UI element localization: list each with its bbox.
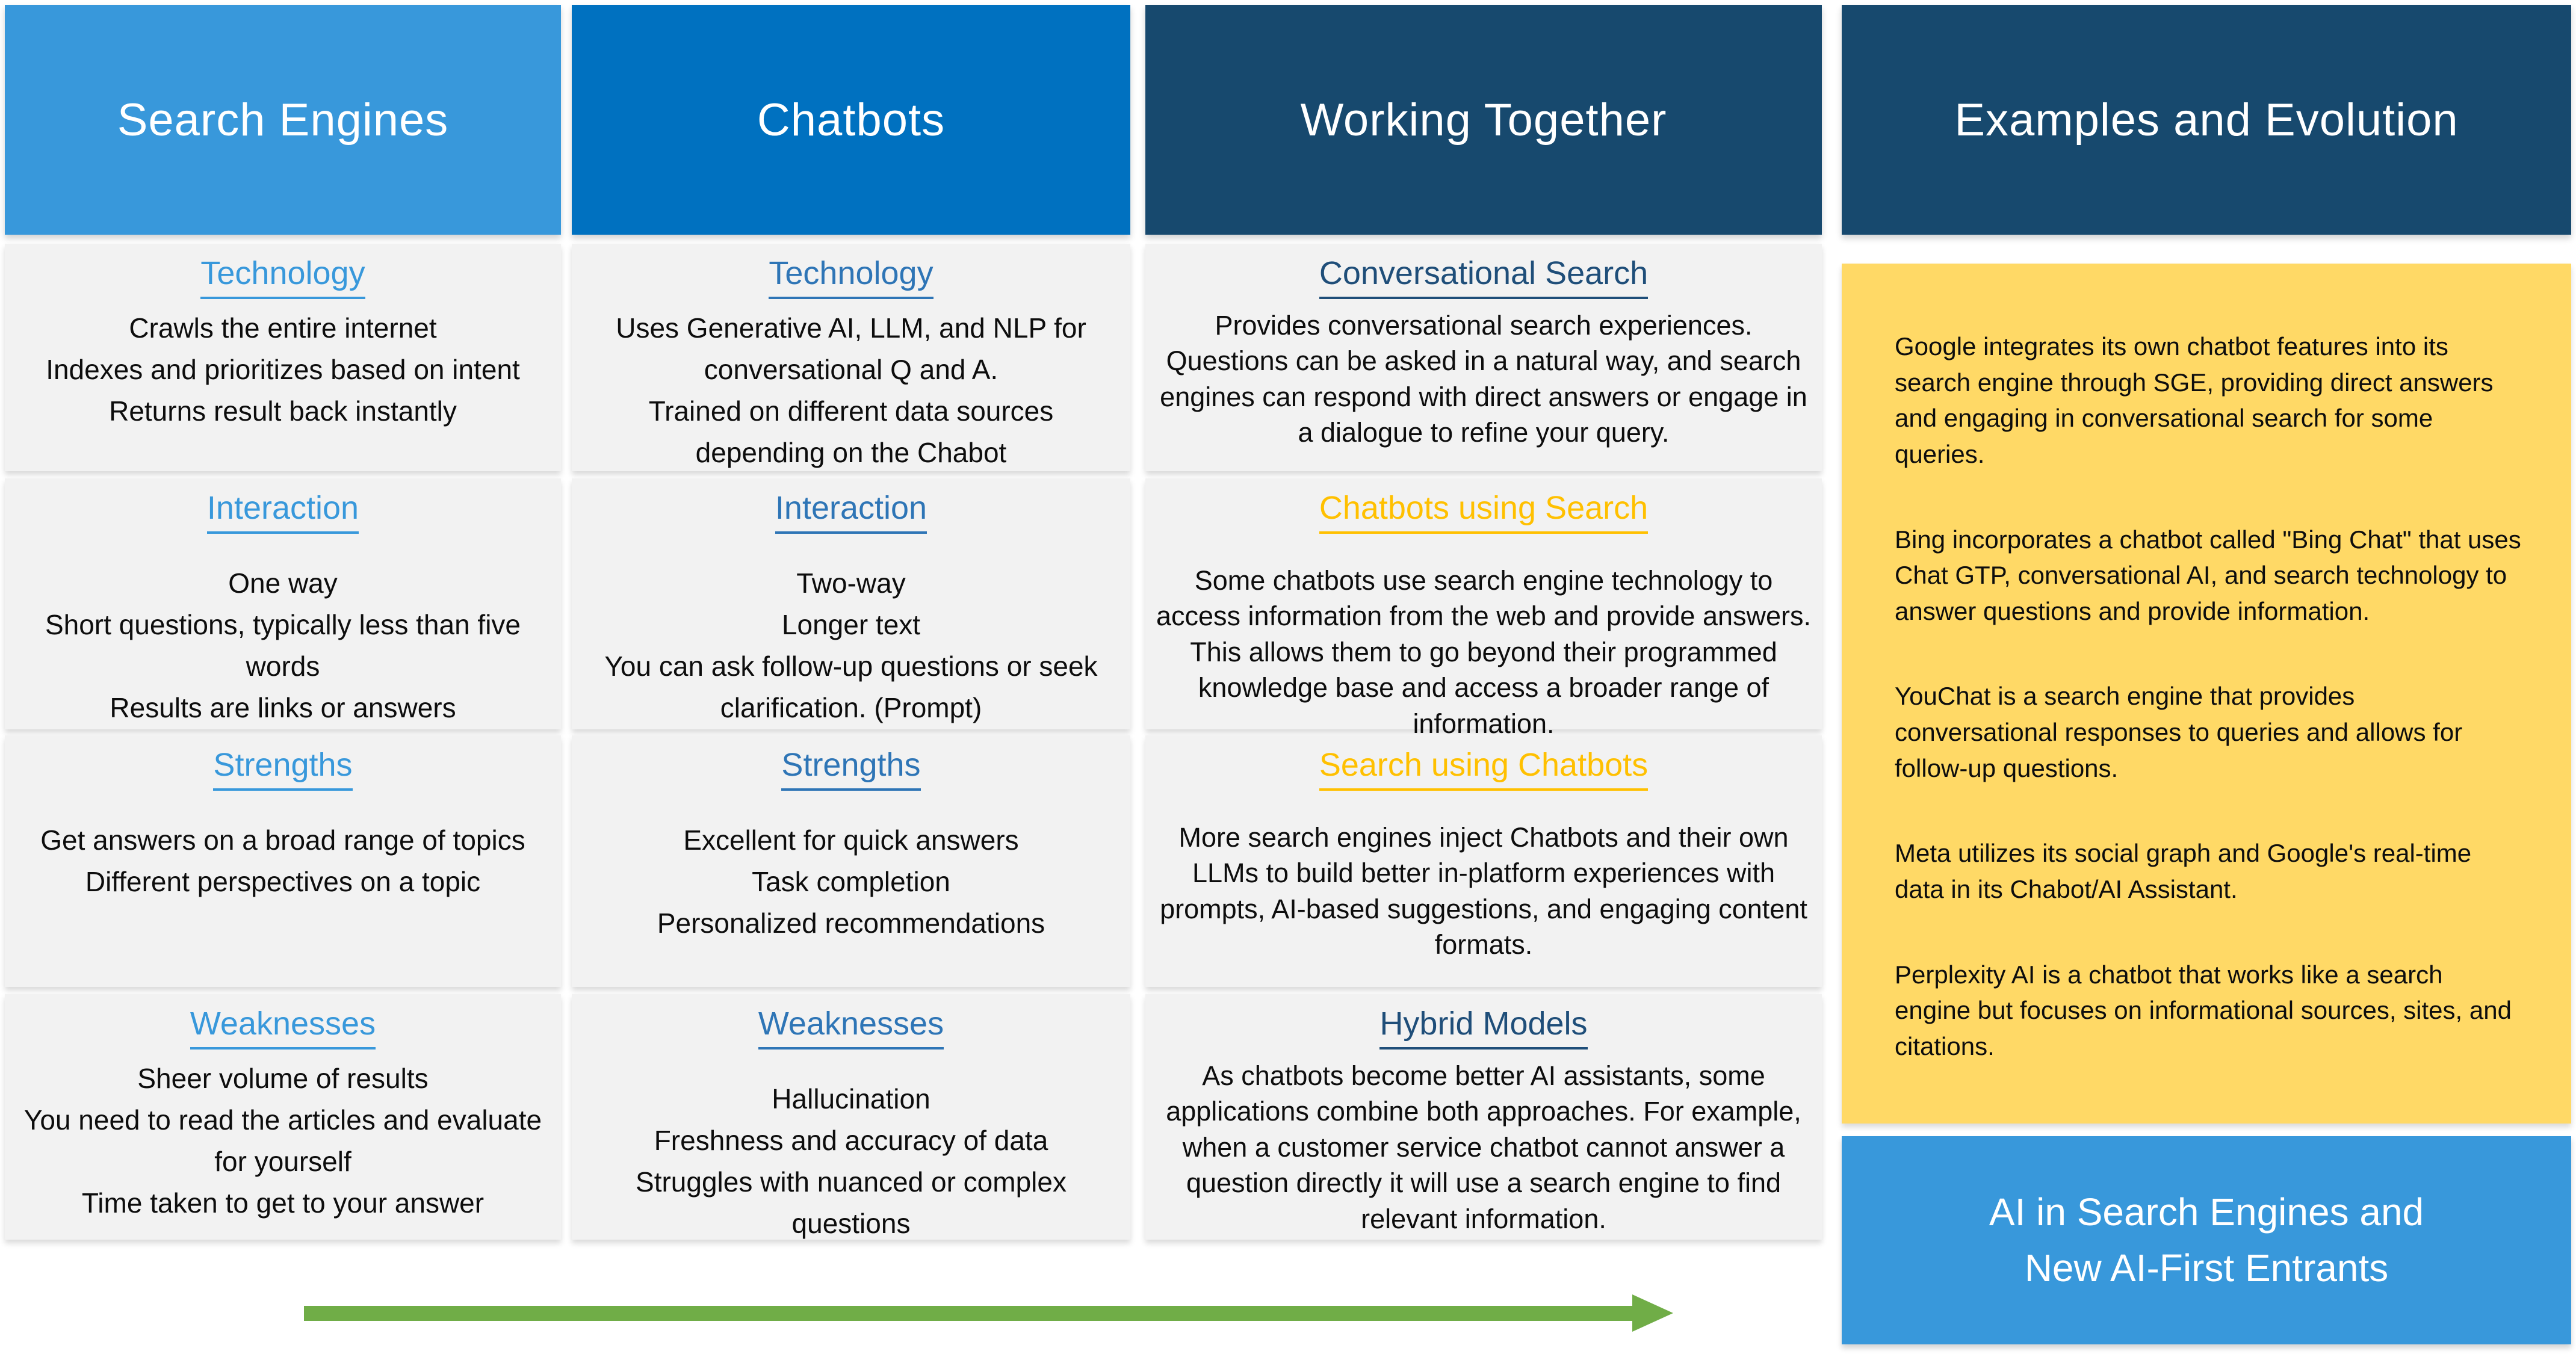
card-line: Time taken to get to your answer xyxy=(81,1187,485,1219)
card-line: Different perspectives on a topic xyxy=(85,866,481,897)
card-line: Trained on different data sources depend… xyxy=(648,395,1054,468)
card-paragraph: As chatbots become better AI assistants,… xyxy=(1166,1060,1801,1234)
card-line: Short questions, typically less than fiv… xyxy=(45,609,521,682)
card-line: Get answers on a broad range of topics xyxy=(40,824,525,856)
heading-hybrid-models[interactable]: Hybrid Models xyxy=(1145,994,1822,1050)
card-search-engines-technology: Technology Crawls the entire internet In… xyxy=(5,244,561,471)
card-line: Personalized recommendations xyxy=(657,907,1045,939)
card-line: Uses Generative AI, LLM, and NLP for con… xyxy=(616,312,1086,385)
column-header-search-engines: Search Engines xyxy=(5,5,561,235)
card-line: Crawls the entire internet xyxy=(129,312,437,344)
example-youchat: YouChat is a search engine that provides… xyxy=(1895,682,2463,782)
heading-search-using-chatbots[interactable]: Search using Chatbots xyxy=(1145,735,1822,791)
card-line: You can ask follow-up questions or seek … xyxy=(604,651,1098,723)
card-line: Excellent for quick answers xyxy=(683,824,1019,856)
card-search-using-chatbots: Search using Chatbots More search engine… xyxy=(1145,735,1822,987)
card-line: Results are links or answers xyxy=(110,692,456,723)
card-chatbots-weaknesses: Weaknesses Hallucination Freshness and a… xyxy=(572,994,1130,1240)
card-line: Longer text xyxy=(781,609,921,640)
card-line: You need to read the articles and evalua… xyxy=(23,1104,542,1177)
column-title: Examples and Evolution xyxy=(1954,94,2459,146)
column-search-engines: Search Engines Technology Crawls the ent… xyxy=(5,0,561,1354)
arrow-shaft xyxy=(304,1306,1633,1321)
heading-technology[interactable]: Technology xyxy=(5,244,561,299)
card-line: Task completion xyxy=(752,866,950,897)
heading-conversational-search[interactable]: Conversational Search xyxy=(1145,244,1822,299)
column-title: Chatbots xyxy=(757,94,946,146)
card-chatbots-technology: Technology Uses Generative AI, LLM, and … xyxy=(572,244,1130,471)
heading-strengths[interactable]: Strengths xyxy=(572,735,1130,791)
column-header-examples-evolution: Examples and Evolution xyxy=(1842,5,2571,235)
heading-weaknesses[interactable]: Weaknesses xyxy=(5,994,561,1050)
examples-panel: Google integrates its own chatbot featur… xyxy=(1842,264,2571,1124)
arrow-head-icon xyxy=(1632,1294,1673,1332)
column-working-together: Working Together Conversational Search P… xyxy=(1145,0,1822,1354)
ai-first-entrants-label: AI in Search Engines and New AI-First En… xyxy=(1989,1190,2424,1290)
card-line: Freshness and accuracy of data xyxy=(654,1125,1048,1156)
evolution-arrow xyxy=(304,1294,1673,1332)
heading-weaknesses[interactable]: Weaknesses xyxy=(572,994,1130,1050)
card-paragraph: Provides conversational search experienc… xyxy=(1160,310,1807,448)
example-perplexity: Perplexity AI is a chatbot that works li… xyxy=(1895,960,2512,1060)
heading-interaction[interactable]: Interaction xyxy=(5,478,561,534)
card-search-engines-interaction: Interaction One way Short questions, typ… xyxy=(5,478,561,729)
heading-technology[interactable]: Technology xyxy=(572,244,1130,299)
card-chatbots-using-search: Chatbots using Search Some chatbots use … xyxy=(1145,478,1822,739)
card-paragraph: Some chatbots use search engine technolo… xyxy=(1156,565,1812,739)
card-conversational-search: Conversational Search Provides conversat… xyxy=(1145,244,1822,471)
column-header-working-together: Working Together xyxy=(1145,5,1822,235)
column-title: Search Engines xyxy=(117,94,449,146)
example-meta: Meta utilizes its social graph and Googl… xyxy=(1895,839,2472,903)
card-chatbots-strengths: Strengths Excellent for quick answers Ta… xyxy=(572,735,1130,987)
heading-chatbots-using-search[interactable]: Chatbots using Search xyxy=(1145,478,1822,534)
card-search-engines-weaknesses: Weaknesses Sheer volume of results You n… xyxy=(5,994,561,1240)
column-examples-evolution: Examples and Evolution Google integrates… xyxy=(1842,0,2571,1354)
card-search-engines-strengths: Strengths Get answers on a broad range o… xyxy=(5,735,561,987)
column-header-chatbots: Chatbots xyxy=(572,5,1130,235)
card-line: Struggles with nuanced or complex questi… xyxy=(636,1166,1067,1239)
card-paragraph: More search engines inject Chatbots and … xyxy=(1160,822,1807,960)
card-line: One way xyxy=(228,567,338,599)
card-line: Hallucination xyxy=(772,1083,930,1114)
heading-interaction[interactable]: Interaction xyxy=(572,478,1130,534)
card-line: Returns result back instantly xyxy=(109,395,457,427)
column-title: Working Together xyxy=(1300,94,1667,146)
example-google: Google integrates its own chatbot featur… xyxy=(1895,332,2494,468)
card-line: Sheer volume of results xyxy=(137,1063,429,1094)
card-line: Two-way xyxy=(796,567,906,599)
card-line: Indexes and prioritizes based on intent xyxy=(46,354,520,385)
ai-first-entrants-box: AI in Search Engines and New AI-First En… xyxy=(1842,1136,2571,1344)
heading-strengths[interactable]: Strengths xyxy=(5,735,561,791)
column-chatbots: Chatbots Technology Uses Generative AI, … xyxy=(572,0,1130,1354)
example-bing: Bing incorporates a chatbot called "Bing… xyxy=(1895,525,2521,625)
card-chatbots-interaction: Interaction Two-way Longer text You can … xyxy=(572,478,1130,729)
card-hybrid-models: Hybrid Models As chatbots become better … xyxy=(1145,994,1822,1240)
